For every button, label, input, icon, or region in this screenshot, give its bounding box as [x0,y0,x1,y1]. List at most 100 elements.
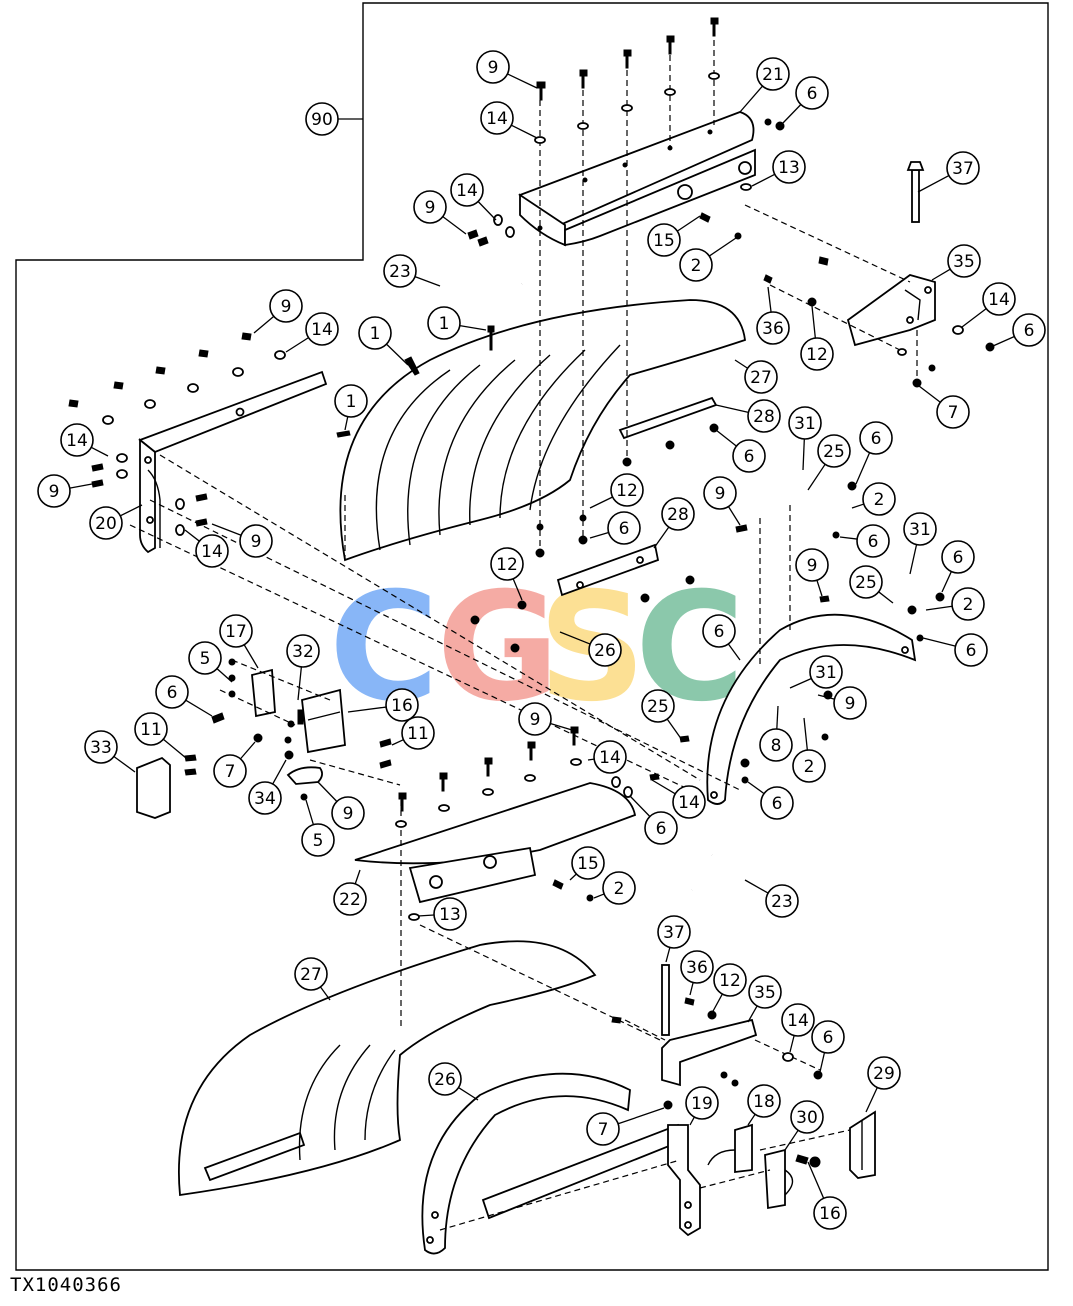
callout-leader [727,506,741,526]
assembly-centerlines [129,30,918,1231]
callout-25: 25 [807,434,851,491]
callout-circle [809,655,843,689]
part-hinge-30 [764,1148,794,1210]
callout-circle [713,963,747,997]
callout-label: 31 [815,663,837,683]
callout-leader [285,337,309,353]
callout-1: 1 [334,384,368,431]
callout-leader [747,1113,756,1126]
callout-leader [925,605,953,611]
callout-circle [954,633,988,667]
part-left-bracket [138,370,328,554]
callout-16: 16 [807,1161,847,1230]
callout-label: 18 [753,1092,775,1112]
callout-label: 90 [311,110,333,130]
callout-circle [747,399,781,433]
callout-leader [918,385,941,403]
callout-label: 19 [691,1094,713,1114]
callout-15: 15 [569,846,605,881]
part-bracket-33 [136,756,171,819]
callout-circle [781,1003,815,1037]
callout-27: 27 [294,957,331,1001]
callout-label: 17 [225,622,247,642]
callout-circle [657,915,691,949]
callout-circle [759,728,793,762]
callout-34: 34 [248,759,287,815]
callout-11: 11 [134,712,187,759]
callout-leader [851,503,865,509]
callout-leader [819,1052,826,1073]
callout-14: 14 [480,101,538,139]
callout-leader [909,544,918,575]
callout-circle [248,781,282,815]
callout-leader [253,315,275,334]
callout-37: 37 [657,915,691,963]
callout-label: 5 [200,649,211,669]
callout-12: 12 [589,473,644,509]
callout-17: 17 [219,614,259,669]
callout-1: 1 [358,316,409,366]
callout-circle [427,306,461,340]
callout-6: 6 [629,795,678,845]
callout-circle [856,524,890,558]
part-upper-fender-arc [706,505,917,805]
callout-label: 11 [407,724,429,744]
callout-label: 9 [530,710,541,730]
callout-20: 20 [89,504,143,540]
callout-37: 37 [917,151,980,193]
part-lower-fender [178,940,597,1197]
callout-circle [37,474,71,508]
callout-6: 6 [781,76,829,125]
callout-label: 11 [140,720,162,740]
callout-leader [747,1005,758,1023]
part-latch-34 [286,766,323,785]
callout-label: 22 [339,890,361,910]
callout-circle [765,884,799,918]
callout-label: 9 [343,804,354,824]
callout-leader [807,1161,825,1199]
callout-27: 27 [734,359,778,394]
callout-leader [587,758,595,761]
callout-circle [679,248,713,282]
callout-1: 1 [427,306,487,340]
callout-14: 14 [60,423,109,457]
callout-6: 6 [855,421,893,485]
callout-leader [941,571,952,593]
callout-circle [602,871,636,905]
callout-leader [839,536,858,540]
callout-label: 15 [577,854,599,874]
callout-circle [903,512,937,546]
callout-label: 23 [771,892,793,912]
callout-9: 9 [703,476,741,526]
callout-circle [792,749,826,783]
callout-label: 6 [619,519,630,539]
callout-19: 19 [685,1086,719,1126]
callout-leader [216,668,233,683]
callout-label: 14 [787,1011,809,1031]
callout-label: 14 [678,793,700,813]
part-upper-shield-plate [518,111,756,247]
callout-7: 7 [918,385,970,429]
callout-circle [644,811,678,845]
callout-leader [789,677,812,689]
callout-label: 2 [874,490,885,510]
callout-leader [629,795,651,817]
callout-circle [647,223,681,257]
callout-label: 1 [439,314,450,334]
callout-circle [680,950,714,984]
callout-label: 7 [598,1120,609,1140]
callout-2: 2 [851,482,896,516]
callout-23: 23 [383,254,441,288]
callout-leader [767,286,772,313]
callout-leader [414,276,441,287]
callout-circle [195,534,229,568]
callout-leader [354,869,361,885]
callout-leader [589,496,613,509]
callout-circle [744,360,778,394]
callout-leader [90,446,109,457]
callout-leader [776,705,779,730]
callout-leader [162,738,187,759]
callout-circle [188,641,222,675]
callout-label: 6 [953,548,964,568]
callout-36: 36 [756,286,790,345]
